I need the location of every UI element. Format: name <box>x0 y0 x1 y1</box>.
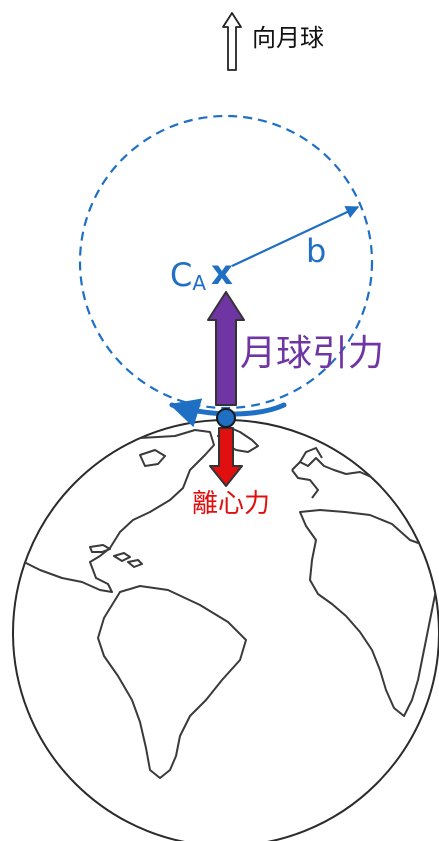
center-sub-label: A <box>192 271 206 295</box>
center-main-label: C <box>170 256 192 294</box>
moon-direction-indicator: 向月球 <box>222 12 324 71</box>
lunar-gravity-label: 月球引力 <box>240 333 384 374</box>
centrifugal-arrow <box>209 427 243 487</box>
south-america-outline <box>97 585 247 779</box>
surface-point <box>216 408 236 428</box>
moon-direction-label: 向月球 <box>252 24 324 52</box>
center-mark-icon: x <box>211 253 233 293</box>
centrifugal-label: 離心力 <box>192 489 270 519</box>
radius-label: b <box>306 232 326 270</box>
caribbean-islands-outline <box>89 544 143 568</box>
svg-text:CA: CA <box>170 256 206 295</box>
center-label: CA x <box>170 253 233 295</box>
hollow-up-arrow-icon <box>222 12 242 71</box>
africa-outline <box>299 509 439 717</box>
radius-line <box>231 206 360 267</box>
lunar-gravity-arrow <box>207 291 245 406</box>
